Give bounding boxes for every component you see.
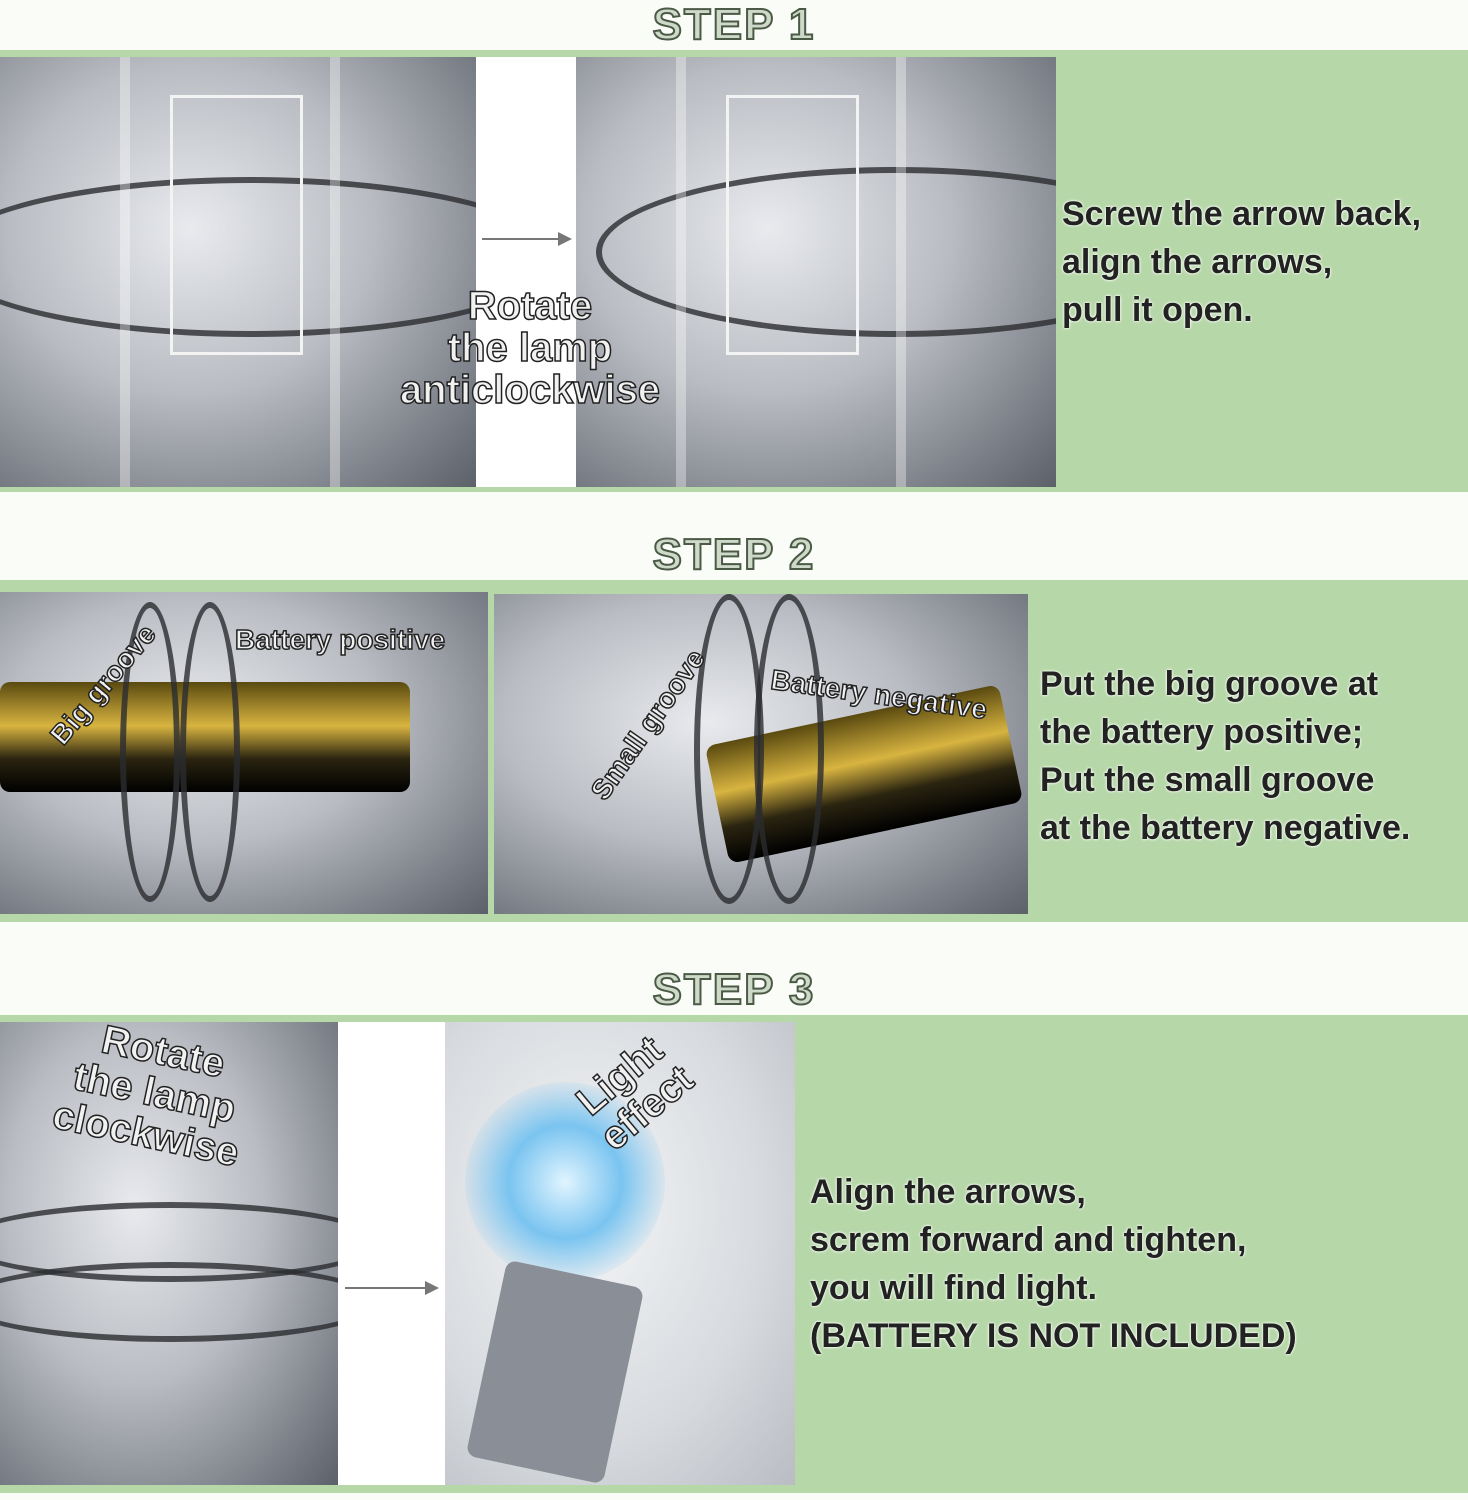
arrow-icon <box>345 1281 439 1295</box>
battery-positive-label: Battery positive <box>234 624 446 655</box>
step-3-photo-rotate <box>0 1022 338 1485</box>
step-2-photo-negative <box>494 594 1028 914</box>
step-1-photo-before <box>0 57 476 487</box>
step-3-photo-light <box>445 1022 795 1485</box>
step-1-gap <box>476 57 576 487</box>
step-1-description: Screw the arrow back,align the arrows,pu… <box>1062 195 1422 329</box>
arrow-icon <box>482 232 572 246</box>
step-3-title: STEP 3 <box>652 964 816 1015</box>
step-3-description: Align the arrows,screm forward and tight… <box>810 1173 1297 1355</box>
step-1-title: STEP 1 <box>652 0 816 50</box>
step-2-title: STEP 2 <box>652 529 816 580</box>
step-2-photo-positive <box>0 592 488 914</box>
step-3-gap <box>338 1022 445 1485</box>
step-1-photo-after <box>576 57 1056 487</box>
